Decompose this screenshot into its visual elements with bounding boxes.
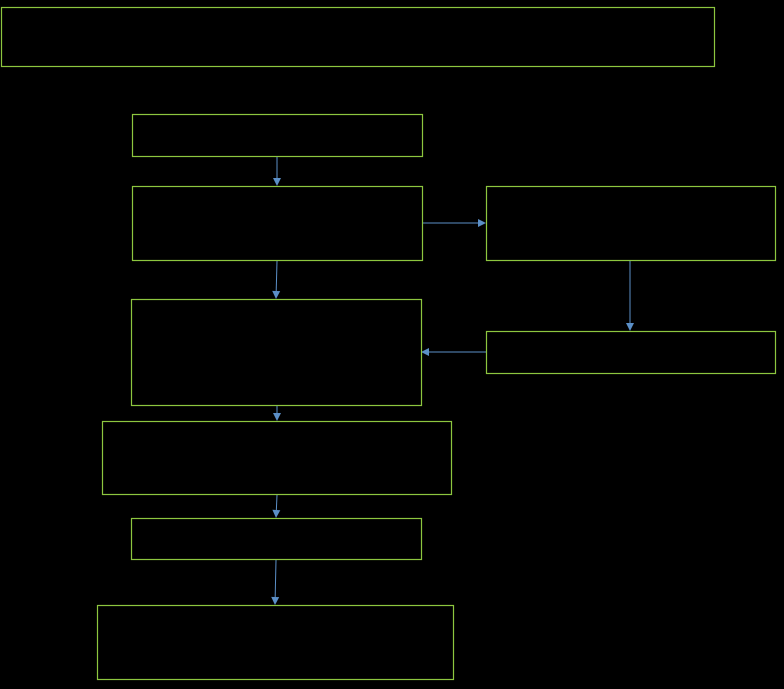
arrowhead-icon bbox=[271, 596, 280, 605]
connector-line bbox=[275, 494, 278, 511]
nodes-layer bbox=[0, 6, 777, 681]
node-box bbox=[130, 298, 423, 407]
arrowhead-icon bbox=[273, 413, 281, 421]
node-box bbox=[485, 330, 777, 375]
node-box bbox=[131, 113, 424, 158]
connector-side-2-to-step-3 bbox=[421, 348, 486, 356]
flow-node-step-6 bbox=[96, 604, 455, 681]
arrowhead-icon bbox=[272, 290, 281, 299]
flow-node-step-4 bbox=[101, 420, 453, 496]
flow-node-step-2 bbox=[131, 185, 424, 262]
connectors-layer bbox=[271, 157, 634, 605]
flow-node-step-5 bbox=[130, 517, 423, 561]
node-box bbox=[130, 517, 423, 561]
node-box bbox=[96, 604, 455, 681]
node-box bbox=[131, 185, 424, 262]
flow-node-side-1 bbox=[485, 185, 777, 262]
connector-line bbox=[275, 260, 278, 292]
connector-step-5-to-step-6 bbox=[271, 559, 280, 605]
flow-node-title bbox=[0, 6, 716, 68]
connector-step-2-to-side-1 bbox=[422, 219, 486, 227]
connector-step-4-to-step-5 bbox=[272, 494, 281, 518]
arrowhead-icon bbox=[273, 178, 281, 186]
connector-line bbox=[274, 559, 277, 598]
arrowhead-icon bbox=[421, 348, 429, 356]
arrowhead-icon bbox=[272, 509, 281, 518]
node-box bbox=[0, 6, 716, 68]
flow-node-side-2 bbox=[485, 330, 777, 375]
node-box bbox=[101, 420, 453, 496]
connector-side-1-to-side-2 bbox=[626, 261, 634, 331]
connector-step-2-to-step-3 bbox=[272, 260, 281, 299]
arrowhead-icon bbox=[626, 323, 634, 331]
node-box bbox=[485, 185, 777, 262]
connector-step-3-to-step-4 bbox=[273, 406, 281, 421]
flow-node-step-3 bbox=[130, 298, 423, 407]
flow-node-step-1 bbox=[131, 113, 424, 158]
connector-step-1-to-step-2 bbox=[273, 157, 281, 186]
arrowhead-icon bbox=[478, 219, 486, 227]
